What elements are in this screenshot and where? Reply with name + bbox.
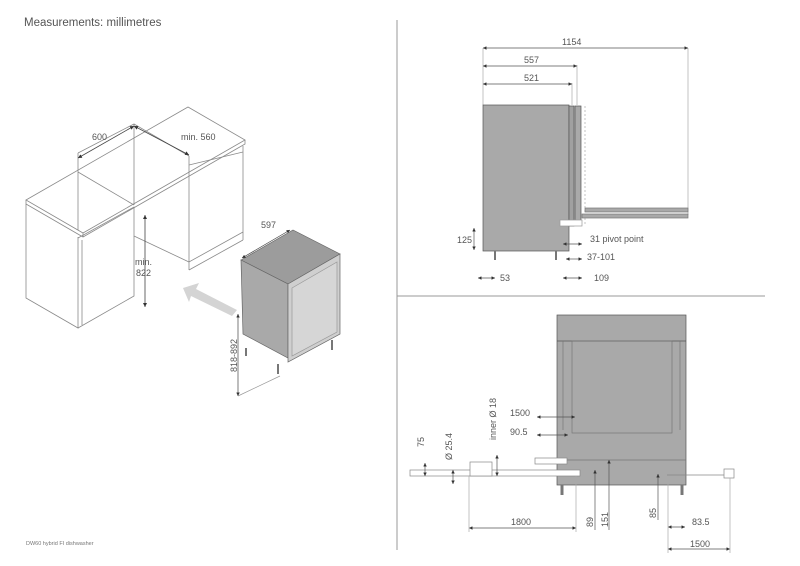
appliance-isometric xyxy=(236,229,341,397)
dim-53: 53 xyxy=(500,273,510,283)
dim-109: 109 xyxy=(594,273,609,283)
dim-1800: 1800 xyxy=(511,517,531,527)
front-view xyxy=(409,314,735,553)
footer-caption: DW60 hybrid FI dishwasher xyxy=(26,541,94,547)
dim-557: 557 xyxy=(524,55,539,65)
dim-1500-bottom: 1500 xyxy=(690,539,710,549)
dim-1154: 1154 xyxy=(562,37,581,47)
dim-521: 521 xyxy=(524,73,539,83)
dim-pivot: 31 pivot point xyxy=(590,234,644,244)
dim-37-101: 37-101 xyxy=(587,252,615,262)
dim-75: 75 xyxy=(416,437,426,447)
dim-125: 125 xyxy=(457,235,472,245)
dim-83-5: 83.5 xyxy=(692,517,710,527)
dim-inner-diameter: inner Ø 18 xyxy=(488,398,498,440)
appliance-width-label: 597 xyxy=(261,220,276,230)
page-title: Measurements: millimetres xyxy=(24,17,162,29)
dim-1500-top: 1500 xyxy=(510,408,530,418)
cabinet-isometric xyxy=(25,106,246,329)
cabinet-height-label-2: 822 xyxy=(136,268,151,278)
cabinet-width-label: 600 xyxy=(92,132,107,142)
dim-151: 151 xyxy=(600,512,610,527)
dim-89: 89 xyxy=(585,517,595,527)
cabinet-depth-label: min. 560 xyxy=(181,132,216,142)
dim-outer-diameter: Ø 25.4 xyxy=(444,433,454,460)
insertion-arrow-icon xyxy=(183,283,237,316)
cabinet-height-label-1: min. xyxy=(135,257,152,267)
side-view xyxy=(472,46,689,280)
dim-90-5: 90.5 xyxy=(510,427,528,437)
appliance-height-label: 818-892 xyxy=(229,339,239,372)
dim-85: 85 xyxy=(648,508,658,518)
